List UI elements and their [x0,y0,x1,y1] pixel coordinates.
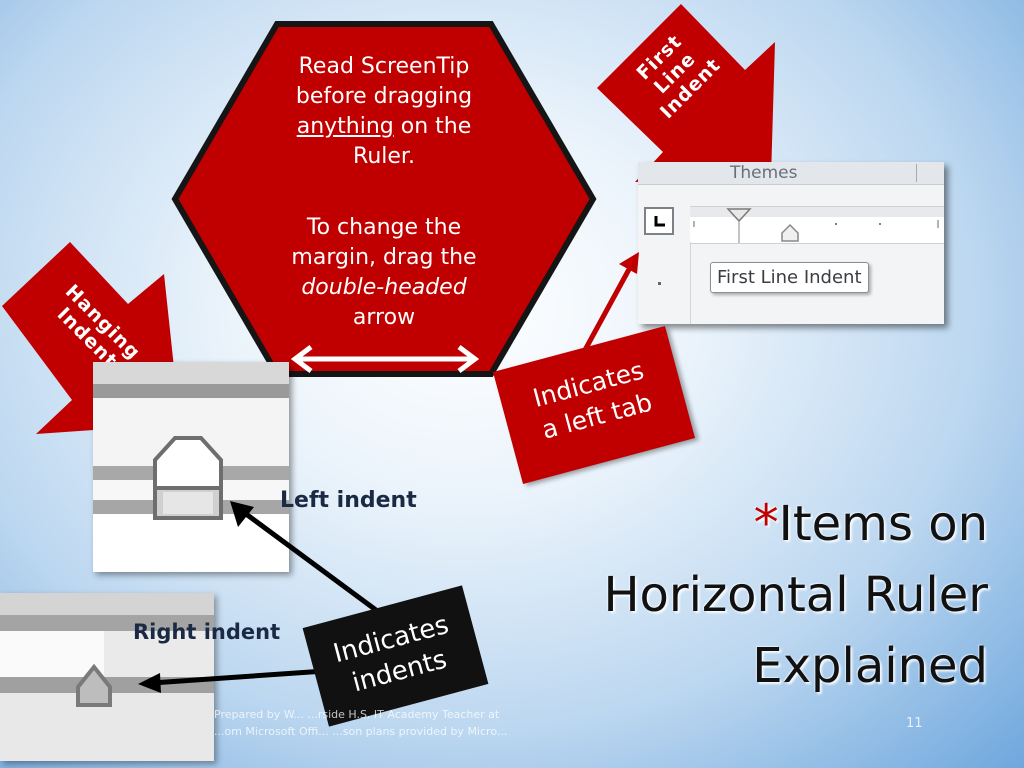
left-tab-icon [654,216,665,227]
left-indent-label: Left indent [280,488,417,513]
footer-line: Prepared by W... ...rside H.S. IT Academ… [214,708,500,721]
title-text: Items on [778,496,988,552]
left-indent-marker-zoom [93,362,289,572]
footer-line: ...om Microsoft Offi... ...son plans pro… [214,725,508,738]
first-line-indent-arrow: First Line Indent [575,0,790,190]
footer-credits: Prepared by W... ...rside H.S. IT Academ… [214,706,634,740]
left-indent-screenshot [93,362,289,572]
right-indent-marker-icon [76,663,112,707]
emphasis-text: anything [296,114,394,139]
ruler-tick [658,282,661,285]
hex-text-rest: on the [393,114,472,139]
ruler-screenshot: Themes First Line Indent [638,162,944,324]
hex-line: Ruler. [353,144,415,169]
ribbon-group-bar: Themes [638,162,944,185]
title-line: Explained [752,638,988,694]
double-headed-arrow-icon [290,345,480,373]
left-indent-marker-icon [153,436,223,520]
pointer-arrow-icon [582,252,639,352]
margin-instruction: To change the margin, drag the double-he… [256,213,512,333]
ruler-markers [690,207,944,243]
hex-line: before dragging [295,84,473,109]
divider [916,164,917,182]
screentip-instruction: Read ScreenTip before dragging anything … [256,52,512,172]
hanging-indent-marker-icon[interactable] [781,223,799,242]
right-indent-marker-zoom [0,593,214,761]
title-line: Horizontal Ruler [603,567,988,623]
hex-line: To change the [306,215,462,240]
slide-title: *Items on Horizontal Ruler Explained [603,488,988,702]
title-line: *Items on [603,488,988,560]
bullet-star-icon: * [753,494,779,552]
down-left-arrow-icon [597,4,775,182]
right-indent-label: Right indent [133,620,281,644]
hex-line: arrow [352,305,416,330]
hexagon-shape [171,21,597,377]
indent-pointer-arrows [138,501,382,693]
hex-line: anything on the [256,112,512,142]
first-line-indent-marker-icon[interactable] [726,208,752,243]
instruction-hexagon: Read ScreenTip before dragging anything … [171,20,597,378]
vertical-ruler [638,242,691,324]
slide-number: 11 [906,716,923,731]
tab-selector-button[interactable] [644,207,674,235]
hex-line: margin, drag the [291,245,477,270]
hex-line: Read ScreenTip [298,54,470,79]
pointer-arrow-icon [230,501,382,616]
themes-label: Themes [730,163,798,183]
hex-line: double-headed [301,275,467,300]
horizontal-ruler[interactable] [690,206,944,244]
screentip-tooltip: First Line Indent [710,262,869,293]
right-indent-screenshot [0,593,214,761]
pointer-arrow-icon [138,668,326,693]
